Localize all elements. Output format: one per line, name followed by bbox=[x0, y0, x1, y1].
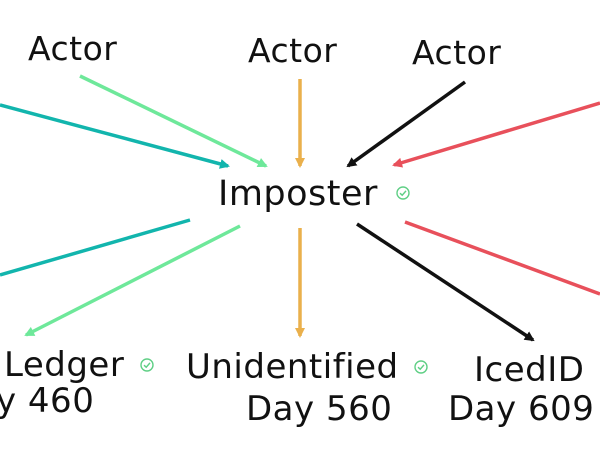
target-name: Unidentified bbox=[186, 347, 399, 387]
check-circle-icon bbox=[414, 359, 428, 374]
arrow-red-in bbox=[392, 101, 600, 168]
center-node: Imposter bbox=[218, 177, 410, 212]
actor-label-right: Actor bbox=[412, 33, 502, 72]
target-name: IcedID bbox=[474, 350, 585, 390]
center-node-label: Imposter bbox=[218, 174, 378, 214]
arrow-red-out bbox=[404, 220, 600, 296]
arrow-mint-out bbox=[24, 224, 241, 337]
target-node-unidentified: Unidentified bbox=[186, 350, 428, 384]
actor-label-center: Actor bbox=[248, 31, 338, 70]
actor-label-left: Actor bbox=[28, 29, 118, 68]
target-name: Ledger bbox=[4, 345, 125, 385]
check-circle-icon bbox=[139, 357, 154, 372]
arrow-teal-in bbox=[0, 103, 230, 169]
arrow-black-out bbox=[356, 222, 535, 342]
arrow-mint-in bbox=[79, 74, 268, 168]
check-circle-icon bbox=[395, 186, 410, 200]
target-day: Day 560 bbox=[246, 389, 393, 429]
target-day: Day 609 bbox=[448, 389, 595, 429]
target-day: y 460 bbox=[0, 381, 95, 421]
arrow-teal-out bbox=[0, 218, 191, 277]
target-node-icedid: IcedID bbox=[474, 353, 584, 387]
target-node-ledger: Ledger bbox=[4, 348, 154, 382]
arrow-black-in bbox=[346, 80, 467, 168]
